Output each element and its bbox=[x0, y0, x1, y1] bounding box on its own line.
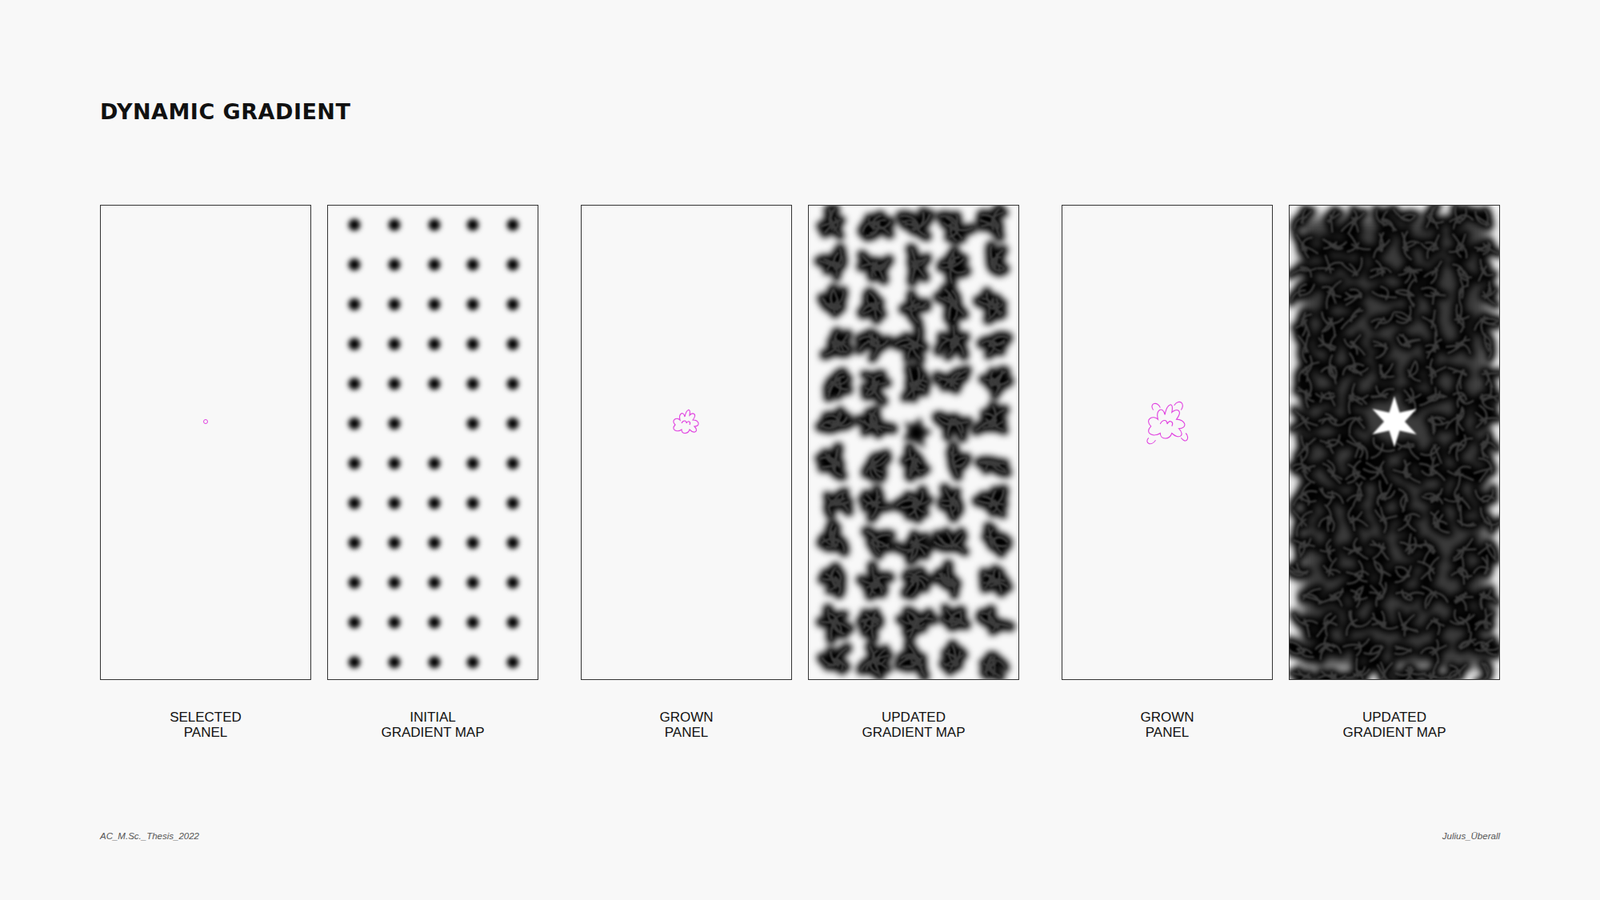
panel-box: GROWN PANEL bbox=[1061, 204, 1273, 680]
footer-note: Julius_Überall bbox=[1442, 831, 1500, 841]
seed-circle bbox=[204, 420, 208, 424]
panel-label: GROWN PANEL bbox=[652, 709, 720, 740]
panel-label: SELECTED PANEL bbox=[160, 709, 251, 740]
panel-label: GROWN PANEL bbox=[1133, 709, 1201, 740]
panel-box: UPDATED GRADIENT MAP bbox=[808, 204, 1020, 680]
panel-illustration bbox=[1062, 205, 1272, 680]
panel-illustration bbox=[328, 205, 538, 680]
gradient-blobs bbox=[1289, 205, 1500, 680]
panel-box: GROWN PANEL bbox=[580, 204, 792, 680]
panel-illustration bbox=[808, 205, 1019, 680]
panel-label: UPDATED GRADIENT MAP bbox=[856, 709, 971, 740]
panel-illustration bbox=[1289, 205, 1500, 680]
panel-clip bbox=[100, 205, 311, 680]
panel-clip bbox=[581, 205, 792, 680]
grown-outline bbox=[1147, 401, 1188, 444]
panel-box: SELECTED PANEL bbox=[100, 204, 312, 680]
panel-box: UPDATED GRADIENT MAP bbox=[1288, 204, 1500, 680]
gradient-blobs bbox=[819, 208, 1011, 677]
panel-illustration bbox=[100, 205, 311, 680]
diagram-title: DYNAMIC GRADIENT bbox=[100, 99, 351, 124]
blob-lines bbox=[819, 208, 1011, 677]
gradient-dots bbox=[348, 219, 520, 669]
grown-outline bbox=[673, 409, 699, 433]
panel-illustration bbox=[581, 205, 792, 680]
panel-clip bbox=[808, 205, 1019, 680]
blob-lines bbox=[1289, 205, 1500, 680]
panel-clip bbox=[1062, 205, 1272, 680]
gradient-ground bbox=[1300, 216, 1488, 668]
panel-clip bbox=[328, 205, 538, 680]
panel-box: INITIAL GRADIENT MAP bbox=[327, 204, 539, 680]
panel-label: INITIAL GRADIENT MAP bbox=[376, 709, 490, 740]
footer-note: AC_M.Sc._Thesis_2022 bbox=[100, 831, 200, 841]
panel-label: UPDATED GRADIENT MAP bbox=[1337, 709, 1452, 740]
star-hole bbox=[1372, 396, 1416, 448]
panel-clip bbox=[1289, 205, 1500, 680]
